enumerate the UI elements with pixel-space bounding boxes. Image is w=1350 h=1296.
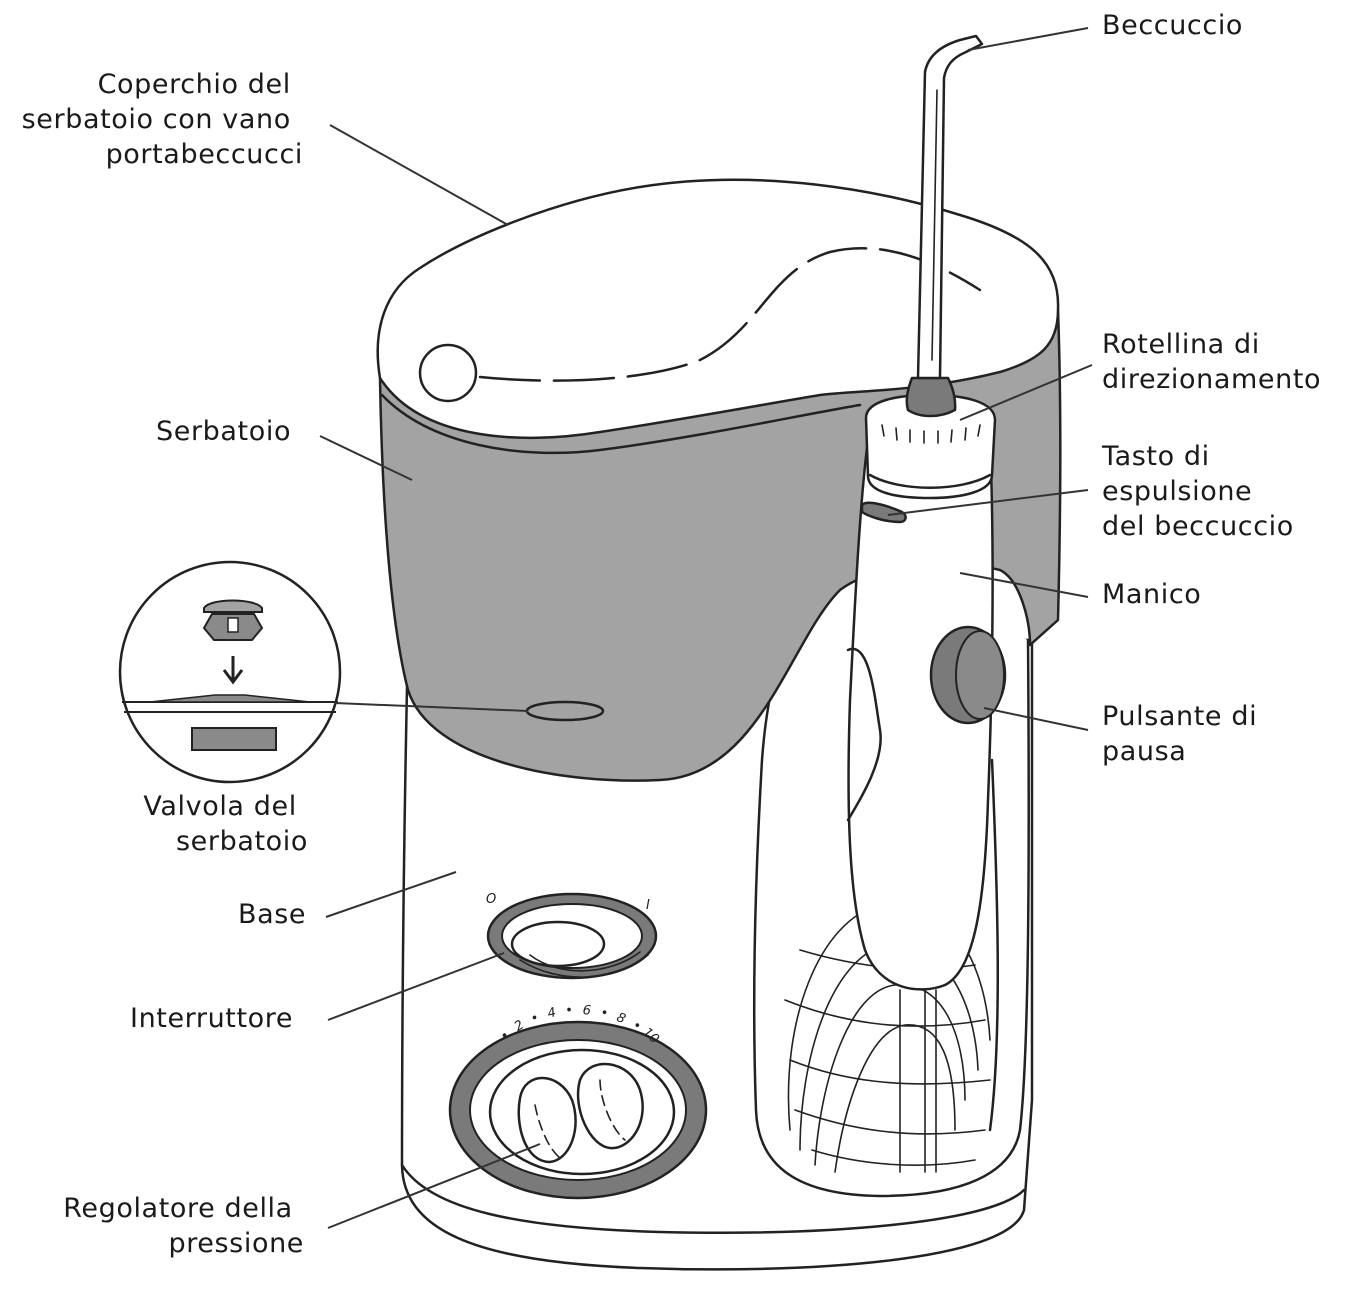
labels: Beccuccio Coperchio del serbatoio con va…: [22, 10, 1321, 1259]
leader-switch: [327, 952, 505, 1021]
leader-control-dial: [959, 364, 1093, 421]
leader-pause: [983, 707, 1089, 731]
label-reservoir: Serbatoio: [156, 416, 291, 447]
label-pause-button: Pulsante di pausa: [1102, 701, 1266, 767]
label-control-dial: Rotellina di direzionamento: [1102, 329, 1321, 395]
base-rim: [400, 1163, 1026, 1234]
label-power-switch: Interruttore: [130, 1003, 293, 1034]
reservoir-lid: [376, 178, 1060, 440]
switch-off-mark: O: [486, 892, 496, 907]
pressure-scale-mark: 6: [582, 1003, 591, 1019]
leader-valve: [334, 702, 529, 712]
leader-pressure: [327, 1143, 541, 1229]
leader-lid: [329, 124, 509, 226]
power-switch: [486, 892, 658, 980]
lid-dashed-recess: [478, 247, 982, 382]
label-handle: Manico: [1102, 579, 1201, 610]
leader-handle: [959, 572, 1089, 598]
pressure-scale-mark: •: [599, 1005, 610, 1021]
label-pressure-control: Regolatore della pressione: [63, 1193, 304, 1259]
water-flosser-illustration: O I •2•4•6•8•10: [118, 34, 1062, 1271]
lid-knob: [418, 343, 478, 403]
eject-button: [860, 501, 907, 524]
nozzle-base: [905, 376, 957, 418]
pressure-control: [448, 1020, 708, 1200]
nozzle-highlight: [931, 89, 938, 361]
control-dial: [864, 393, 997, 500]
label-reservoir-lid: Coperchio del serbatoio con vano portabe…: [22, 69, 303, 170]
leader-nozzle: [967, 27, 1089, 51]
switch-on-mark: I: [646, 898, 650, 913]
reservoir-valve: [525, 700, 605, 722]
dial-ridges: [881, 424, 981, 444]
label-reservoir-valve: Valvola del serbatoio: [143, 791, 308, 857]
pressure-scale-mark: 4: [546, 1005, 558, 1022]
leader-lines: [319, 27, 1093, 1229]
label-base: Base: [238, 899, 306, 930]
leader-base: [325, 871, 457, 918]
pressure-scale-mark: •: [565, 1003, 574, 1019]
leader-reservoir: [319, 435, 413, 481]
lid-lower-band: [380, 393, 862, 455]
leader-eject: [887, 489, 1089, 516]
pause-button-face: [955, 630, 1005, 720]
collar-band: [868, 473, 992, 489]
cradle-inner: [988, 758, 1000, 1132]
cradle-lip: [846, 647, 882, 822]
valve-detail-inset: [118, 560, 342, 784]
label-nozzle: Beccuccio: [1102, 10, 1243, 41]
label-eject-button: Tasto di espulsione del beccuccio: [1101, 441, 1294, 542]
